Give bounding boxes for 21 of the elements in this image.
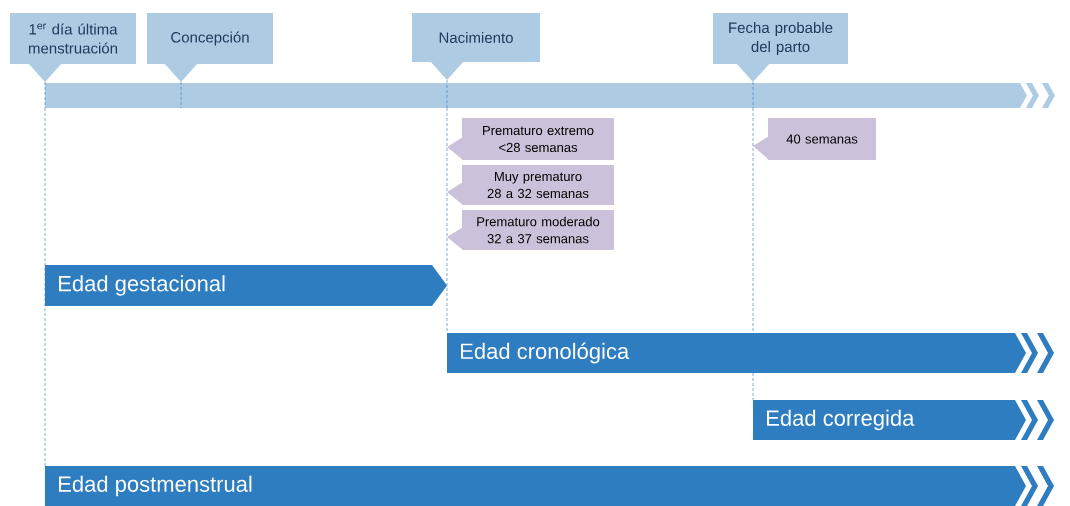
callout-box: Concepción	[147, 13, 273, 82]
dashed-guide-line	[44, 81, 46, 109]
callout-box: Prematuro extremo <28 semanas	[447, 118, 614, 160]
arrow-bar: Edad postmenstrual	[45, 466, 1054, 506]
callout-box: Fecha probable del parto	[713, 13, 848, 82]
dashed-guide-line	[752, 107, 754, 334]
dashed-guide-line	[180, 81, 182, 109]
callout-box: Muy prematuro 28 a 32 semanas	[447, 165, 614, 205]
dashed-guide-line	[446, 79, 448, 109]
arrow-bar: Edad corregida	[753, 400, 1054, 440]
timeline-bar	[45, 83, 1055, 108]
callout-box: Prematuro moderado 32 a 37 semanas	[447, 210, 614, 250]
callout-box: 1$^{er}$ día última menstruación	[10, 13, 136, 82]
arrow-bar: Edad cronológica	[447, 333, 1054, 373]
dashed-guide-line	[44, 107, 46, 467]
arrow-bar: Edad gestacional	[45, 265, 447, 306]
dashed-guide-line	[752, 81, 754, 109]
dashed-guide-line	[752, 372, 754, 401]
dashed-guide-line	[446, 107, 448, 334]
callout-box: 40 semanas	[753, 118, 876, 160]
callout-box: Nacimiento	[412, 13, 540, 80]
